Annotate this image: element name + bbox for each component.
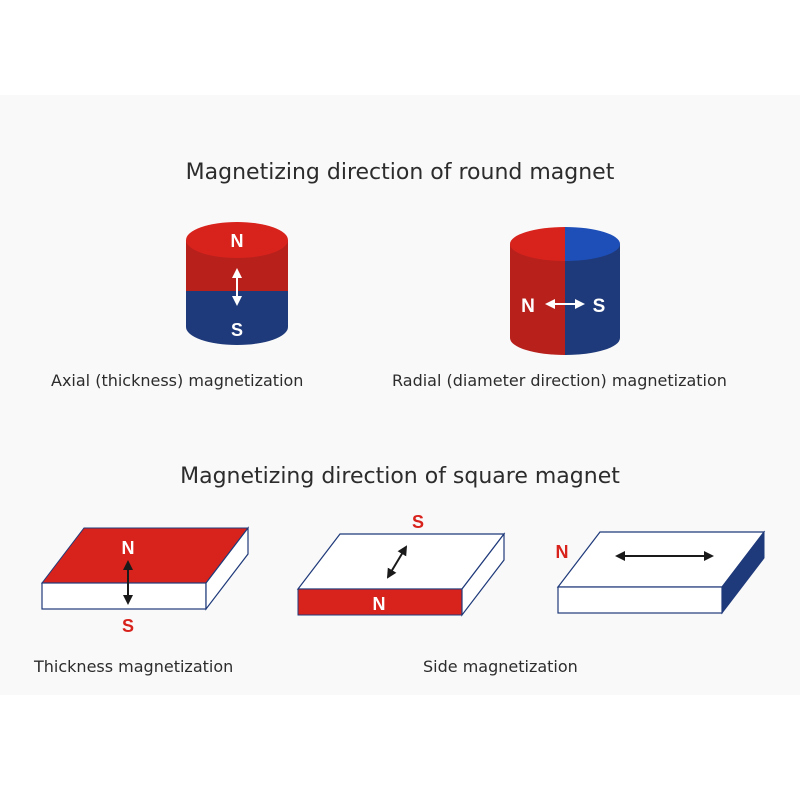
radial-north-half [510, 244, 565, 355]
side-a-south-label: S [412, 512, 424, 532]
thickness-front-face [41, 582, 207, 610]
axial-south-half [186, 291, 288, 345]
radial-magnetization-caption: Radial (diameter direction) magnetizatio… [392, 371, 727, 390]
square-magnet-title: Magnetizing direction of square magnet [180, 464, 620, 489]
axial-south-label: S [231, 320, 243, 340]
side-b-front-face [557, 586, 723, 614]
radial-top-north [510, 227, 565, 261]
thickness-side-face [205, 526, 249, 611]
axial-top-face [186, 222, 288, 258]
thickness-north-label: N [122, 538, 135, 558]
side-a-arrow [386, 545, 408, 579]
axial-cylinder-magnet: N S [186, 222, 288, 345]
side-a-front-face [297, 588, 463, 616]
axial-north-label: N [231, 231, 244, 251]
radial-top-south [565, 227, 620, 261]
side-magnetization-caption: Side magnetization [423, 657, 578, 676]
side-a-side-face [461, 532, 505, 617]
radial-south-half [565, 244, 620, 355]
side-b-north-label: N [556, 542, 569, 562]
thickness-block-magnet: N S [40, 526, 250, 636]
round-magnet-title: Magnetizing direction of round magnet [185, 160, 615, 185]
axial-magnetization-caption: Axial (thickness) magnetization [51, 371, 304, 390]
side-b-end-face [721, 530, 765, 615]
side-block-b-magnet: N [556, 530, 766, 615]
thickness-south-label: S [122, 616, 134, 636]
side-block-a-magnet: N S [296, 512, 506, 617]
side-a-north-label: N [373, 594, 386, 614]
thickness-magnetization-caption: Thickness magnetization [34, 657, 234, 676]
radial-cylinder-magnet: N S [510, 227, 620, 355]
radial-south-label: S [593, 296, 606, 317]
radial-north-label: N [521, 296, 535, 317]
